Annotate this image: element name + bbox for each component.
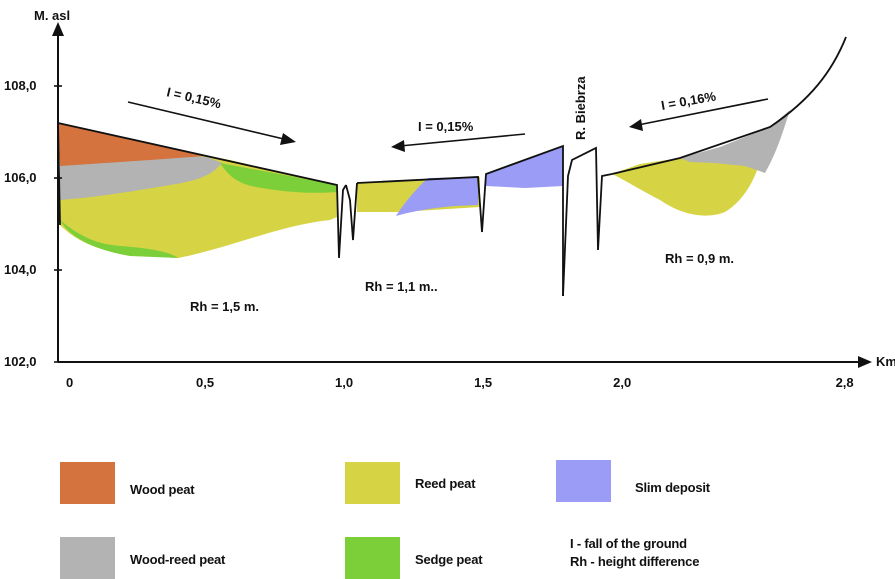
slope-label-middle: I = 0,15% [418, 119, 474, 134]
left-sedge-peat-lower [60, 220, 178, 258]
y-tick-label: 102,0 [4, 354, 37, 369]
slope-arrow-right-shaft [637, 98, 769, 126]
y-tick-label: 108,0 [4, 78, 37, 93]
middle-section [357, 146, 563, 216]
x-tick-label: 2,0 [613, 375, 631, 390]
x-tick-label: 0 [66, 375, 73, 390]
left-sedge-peat-upper [220, 163, 337, 193]
channel-1 [345, 182, 358, 241]
right-reed-peat [612, 152, 760, 216]
y-ticks: 108,0 106,0 104,0 102,0 [4, 78, 62, 369]
slope-arrow-right-head-icon [629, 119, 643, 131]
y-axis-title: M. asl [34, 8, 70, 23]
middle-surface-line [356, 144, 564, 296]
y-tick-label: 106,0 [4, 170, 37, 185]
slope-arrow-left-shaft [127, 101, 289, 141]
right-surface-line [611, 36, 847, 175]
slope-arrow-middle-shaft [399, 133, 526, 147]
middle-slim-deposit-1 [396, 177, 478, 216]
right-wood-reed-peat [680, 110, 790, 173]
slope-label-left: I = 0,15% [165, 84, 223, 111]
x-axis-title: Km [876, 354, 895, 369]
right-section [612, 110, 790, 216]
x-ticks: 0 0,5 1,0 1,5 2,0 2,8 [66, 375, 854, 390]
height-diff-left: Rh = 1,5 m. [190, 299, 259, 314]
y-axis-arrow-icon [52, 22, 64, 36]
x-tick-label: 1,5 [474, 375, 492, 390]
slope-arrow-left-head-icon [280, 133, 296, 145]
x-tick-label: 2,8 [836, 375, 854, 390]
left-section [58, 123, 337, 258]
height-diff-middle: Rh = 1,1 m.. [365, 279, 438, 294]
left-wood-reed-peat [60, 152, 222, 200]
river-channel [562, 146, 613, 297]
middle-slim-deposit-2 [486, 146, 563, 188]
x-axis-arrow-icon [858, 356, 872, 368]
height-diff-right: Rh = 0,9 m. [665, 251, 734, 266]
slope-arrow-middle-head-icon [391, 140, 405, 152]
river-label: R. Biebrza [573, 76, 588, 140]
slope-arrows: I = 0,15% I = 0,15% I = 0,16% [127, 84, 769, 152]
slope-label-right: I = 0,16% [660, 89, 717, 113]
x-tick-label: 1,0 [335, 375, 353, 390]
left-wood-peat [58, 123, 205, 166]
y-tick-label: 104,0 [4, 262, 37, 277]
axes: 108,0 106,0 104,0 102,0 0 0,5 1,0 1,5 2,0 2,8 M.… [4, 8, 895, 390]
left-surface-line [57, 122, 347, 259]
x-tick-label: 0,5 [196, 375, 214, 390]
